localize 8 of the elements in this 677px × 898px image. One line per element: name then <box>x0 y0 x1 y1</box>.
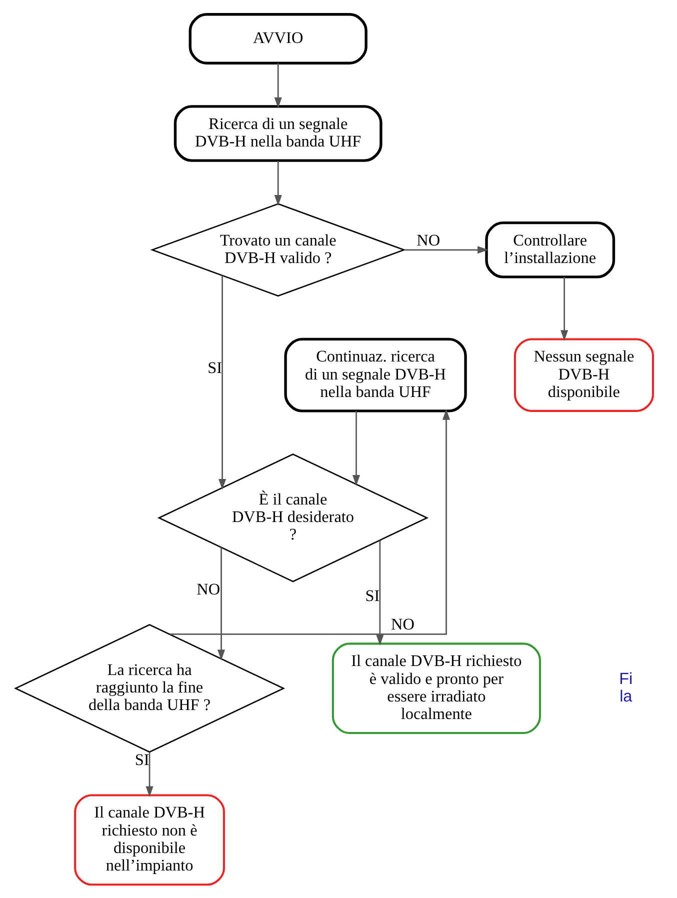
edge-label: SI <box>134 750 149 768</box>
edge-label: NO <box>390 615 414 634</box>
label: la <box>619 686 632 705</box>
label: Fi <box>618 669 632 688</box>
edge-label: NO <box>416 230 440 249</box>
edge-label: SI <box>207 358 222 377</box>
edge-label: SI <box>364 586 380 604</box>
edge-label: NO <box>196 580 220 598</box>
